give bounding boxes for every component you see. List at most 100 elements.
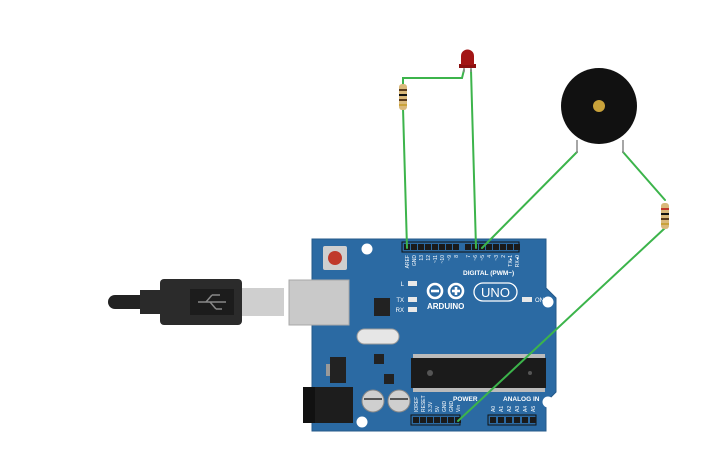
pin-label: A4 [523, 406, 529, 412]
pin-label: A5 [531, 406, 537, 412]
arduino-board[interactable]: L TX RX ON ARDUINO UNO DIGITAL (PWM~) PO… [288, 238, 557, 432]
wire-resistor-to-power-gnd[interactable] [457, 227, 666, 422]
led-rim [459, 64, 476, 68]
header-pin-socket[interactable] [413, 417, 419, 423]
header-pin-socket[interactable] [514, 244, 520, 250]
header-pin-socket[interactable] [465, 244, 471, 250]
led-l-indicator [408, 281, 417, 286]
resistor-body [399, 84, 407, 110]
resistor-band [661, 223, 669, 225]
led-dome [461, 49, 474, 65]
header-pin-socket[interactable] [418, 244, 424, 250]
mounting-hole [361, 243, 373, 255]
header-pin-socket[interactable] [486, 244, 492, 250]
voltage-regulator [330, 357, 346, 383]
model-label: UNO [481, 285, 510, 300]
resistor-band [399, 94, 407, 96]
wire-resistor-to-led[interactable] [402, 69, 465, 87]
pin-label: IOREF [414, 397, 420, 412]
header-pin-socket[interactable] [522, 417, 528, 423]
resistor-band [661, 208, 669, 210]
header-pin-socket[interactable] [506, 417, 512, 423]
pin-label: ~11 [433, 255, 439, 263]
power-led [522, 297, 532, 302]
pin-label: TX▸1 [508, 255, 514, 267]
buzzer-hole [593, 100, 605, 112]
pin-label: ~10 [440, 255, 446, 264]
pin-label: ~3 [494, 255, 500, 261]
header-pin-socket[interactable] [514, 417, 520, 423]
arduino-logo [426, 282, 465, 300]
pin-label: ~5 [480, 255, 486, 261]
pin-label: A3 [515, 406, 521, 412]
header-pin-socket[interactable] [427, 417, 433, 423]
led-rx-label: RX [396, 308, 404, 314]
pin-label: 5V [435, 405, 441, 412]
crystal [356, 328, 400, 345]
header-pin-socket[interactable] [530, 417, 536, 423]
power-header-label: POWER [453, 396, 478, 403]
pin-label: 3.3V [428, 401, 434, 412]
usb-strain-relief [140, 290, 162, 314]
wire-buzzer-to-pin6[interactable] [481, 151, 578, 249]
reset-button[interactable] [328, 251, 342, 265]
power-jack-shade [303, 387, 315, 423]
wire-buzzer-to-resistor[interactable] [622, 151, 666, 201]
pin-label: GND [442, 401, 448, 413]
resistor-led[interactable] [399, 84, 407, 110]
pin-label: AREF [405, 255, 411, 268]
chip-legs [413, 354, 545, 392]
resistor-band [399, 89, 407, 91]
header-pin-socket[interactable] [411, 244, 417, 250]
mounting-hole [542, 396, 554, 408]
piezo-buzzer[interactable] [561, 68, 637, 153]
resistor-band [661, 213, 669, 215]
pin-label: ~9 [447, 255, 453, 261]
atmega-chip [411, 358, 546, 388]
chip-dot [528, 371, 532, 375]
header-pin-socket[interactable] [500, 244, 506, 250]
pin-label: Vin [456, 405, 462, 412]
brand-label: ARDUINO [427, 302, 464, 311]
resistor-band [661, 218, 669, 220]
small-chip [384, 374, 394, 384]
wire-resistor-to-gnd[interactable] [402, 107, 408, 249]
pin-label: A0 [491, 406, 497, 412]
header-pin-socket[interactable] [434, 417, 440, 423]
header-pin-socket[interactable] [498, 417, 504, 423]
pin-label: 12 [426, 255, 432, 261]
header-pin-socket[interactable] [420, 417, 426, 423]
usb-cable[interactable] [108, 279, 284, 325]
wires [402, 69, 666, 422]
mounting-hole [356, 416, 368, 428]
header-pin-socket[interactable] [425, 244, 431, 250]
pin-label: 7 [466, 255, 472, 258]
pin-label: 4 [487, 255, 493, 258]
resistor-body [661, 203, 669, 229]
led-l-label: L [401, 282, 405, 288]
header-pin-socket[interactable] [453, 244, 459, 250]
header-pin-socket[interactable] [441, 417, 447, 423]
wire-led-to-pin7[interactable] [470, 69, 477, 249]
header-pin-socket[interactable] [507, 244, 513, 250]
analog-header-label: ANALOG IN [503, 396, 540, 403]
resistor-band [399, 99, 407, 101]
header-pin-socket[interactable] [493, 244, 499, 250]
header-pin-socket[interactable] [490, 417, 496, 423]
usb-plug-metal [242, 288, 284, 316]
header-pin-socket[interactable] [446, 244, 452, 250]
header-pin-socket[interactable] [448, 417, 454, 423]
led-tx-indicator [408, 297, 417, 302]
uno-badge [473, 282, 518, 302]
pin-label: A2 [507, 406, 513, 412]
regulator-tab [326, 364, 330, 376]
pin-label: 8 [454, 255, 460, 258]
header-pin-socket[interactable] [432, 244, 438, 250]
red-led[interactable] [459, 49, 476, 72]
resistor-buzzer[interactable] [661, 203, 669, 229]
header-pin-socket[interactable] [439, 244, 445, 250]
small-chip [374, 354, 384, 364]
digital-header-label: DIGITAL (PWM~) [463, 270, 514, 277]
